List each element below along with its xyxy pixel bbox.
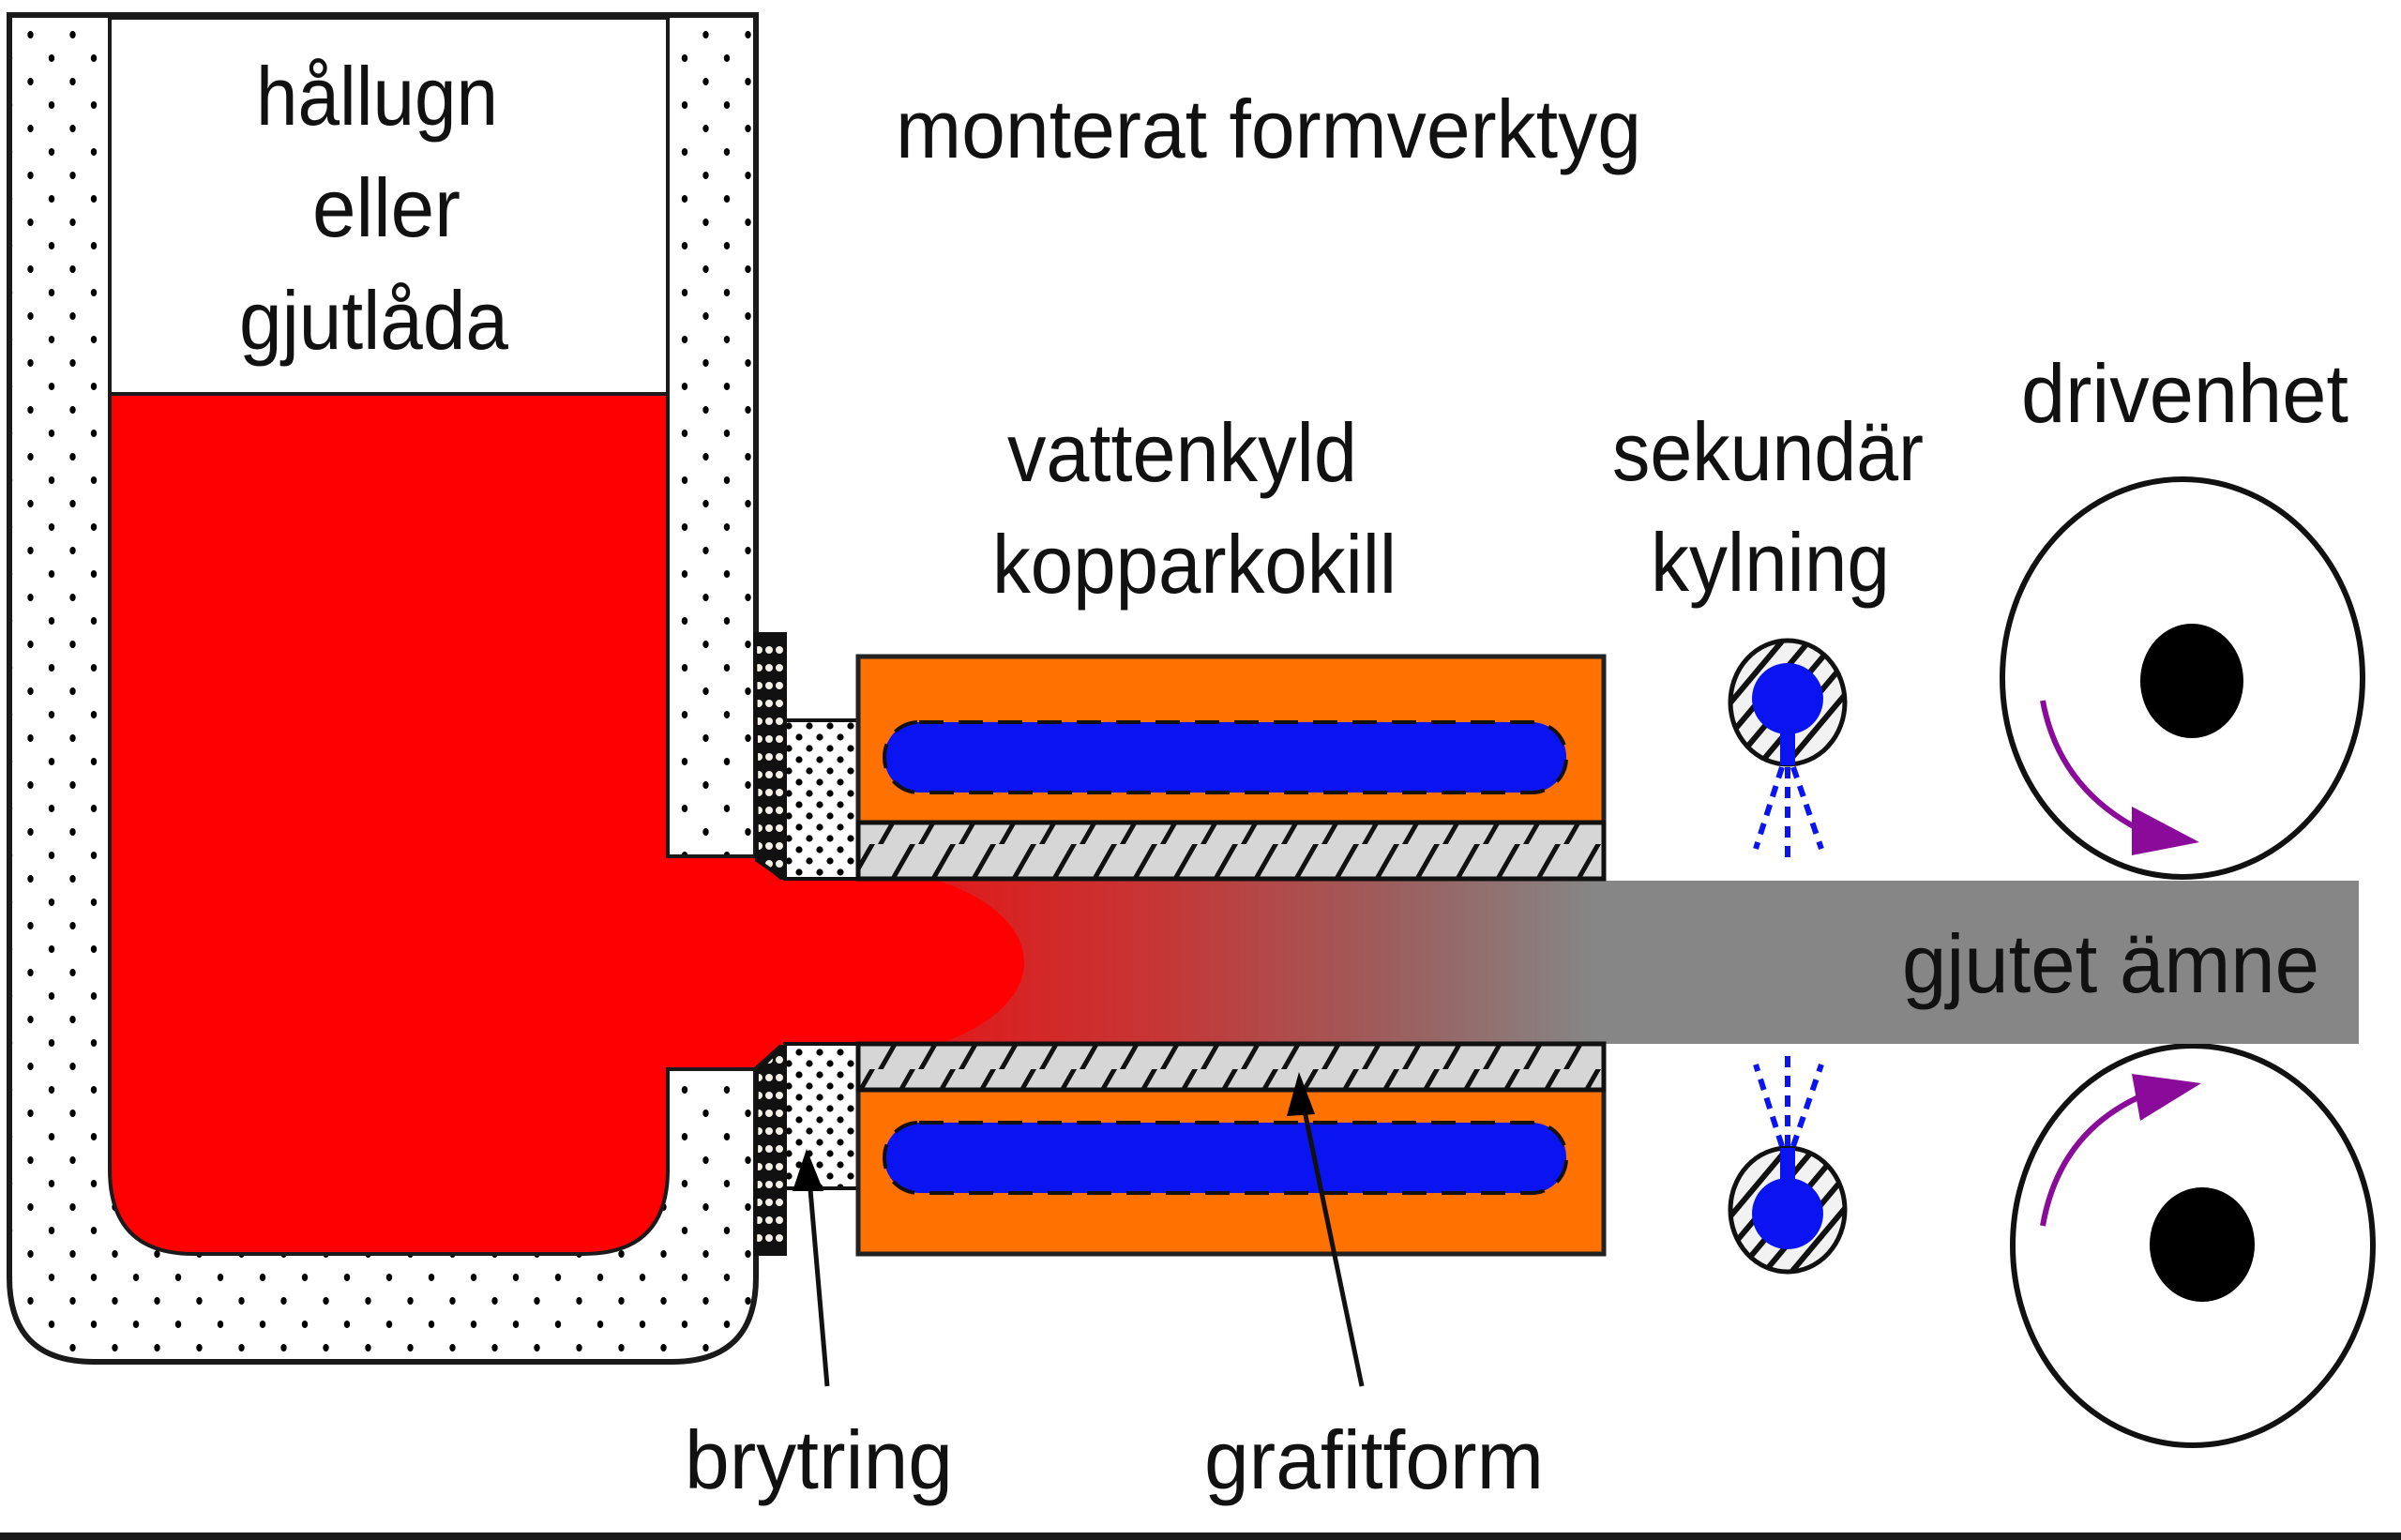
graphite-die-lower	[855, 1041, 1607, 1093]
roll-hub-icon	[2140, 624, 2243, 738]
roll-hub-icon	[2150, 1187, 2255, 1302]
rotation-arrow-counterclockwise-icon	[2040, 1095, 2140, 1227]
label-furnace-line1: hållugn	[256, 50, 498, 143]
furnace-cavity-headspace	[108, 16, 670, 398]
cast-strand	[657, 880, 2359, 1045]
label-mold-line1: vattenkyld	[1007, 406, 1357, 499]
label-graphite-die: grafitform	[1204, 1413, 1544, 1506]
drive-roll-upper	[2000, 476, 2365, 880]
water-spray-icon	[1753, 766, 1824, 858]
label-drive-unit: drivenhet	[2021, 347, 2348, 440]
label-mounted-tool: monterat formverktyg	[896, 83, 1641, 175]
holding-furnace	[7, 12, 785, 1365]
leader-arrow-graphite-die	[1287, 1072, 1365, 1387]
bottom-border	[0, 1532, 2401, 1540]
drive-roll-lower	[2010, 1043, 2376, 1448]
water-cooled-copper-mold	[855, 654, 1607, 1257]
label-furnace-line2: eller	[312, 161, 461, 254]
secondary-cooling-nozzle-lower	[1728, 1055, 1848, 1275]
molten-metal-bath	[108, 392, 785, 1256]
cooling-channel-upper	[883, 720, 1568, 794]
rotation-arrow-clockwise-icon	[2040, 700, 2142, 833]
water-spray-icon	[1753, 1055, 1824, 1147]
secondary-cooling-nozzle-upper	[1728, 638, 1848, 858]
label-cast-product: gjutet ämne	[1902, 917, 2319, 1010]
graphite-die	[855, 820, 1607, 1093]
label-mold-line2: kopparkokill	[992, 518, 1397, 611]
label-break-ring: brytring	[685, 1413, 953, 1506]
leader-arrow-break-ring	[793, 1149, 830, 1387]
graphite-die-upper	[855, 820, 1607, 882]
label-furnace-line3: gjutlåda	[239, 274, 508, 367]
break-ring	[783, 718, 860, 1190]
label-secondary-cooling-line1: sekundär	[1612, 405, 1924, 498]
cooling-channel-lower	[883, 1121, 1568, 1195]
label-secondary-cooling-line2: kylning	[1651, 516, 1890, 609]
